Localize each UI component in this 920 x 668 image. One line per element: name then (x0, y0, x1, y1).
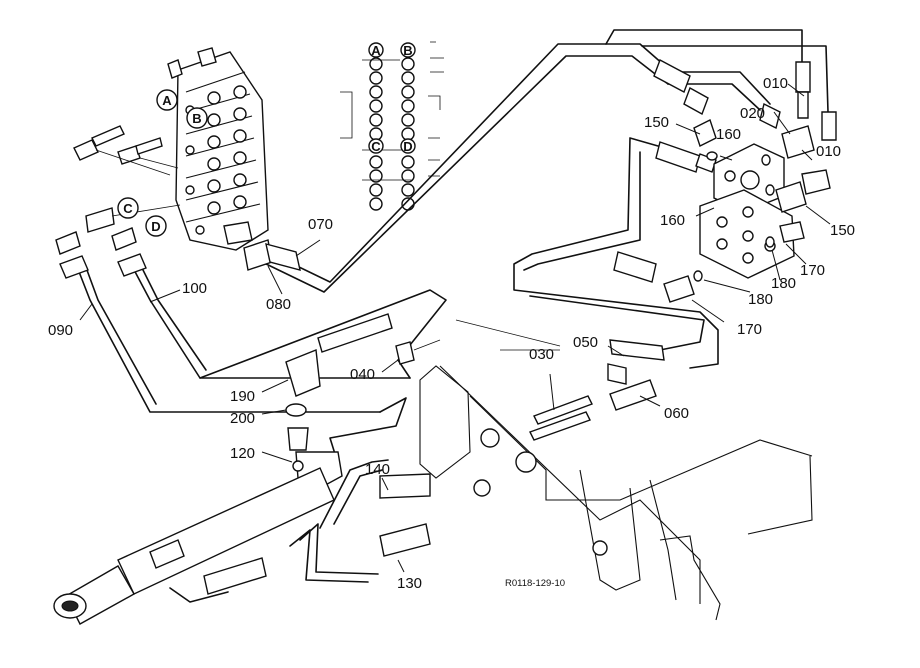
label-170-a: 170 (800, 262, 825, 279)
tractor-frame (419, 319, 813, 621)
inset-port-circle (369, 71, 383, 85)
inset-port-circle (401, 183, 415, 197)
label-040: 040 (350, 366, 375, 383)
label-170-b: 170 (737, 321, 762, 338)
label-200: 200 (230, 410, 255, 427)
label-050: 050 (573, 334, 598, 351)
label-160-a: 160 (716, 126, 741, 143)
label-190: 190 (230, 388, 255, 405)
inset-port-circle (401, 155, 415, 169)
part-labels: 010 010 020 030 040 050 060 070 080 090 … (48, 75, 855, 592)
inset-port-circle (369, 113, 383, 127)
inset-port-circle (401, 169, 415, 183)
inset-port-circle (369, 155, 383, 169)
inset-ref-d: D (403, 139, 412, 154)
inset-ref-a: A (371, 43, 381, 58)
label-100: 100 (182, 280, 207, 297)
inset-port-circle (369, 183, 383, 197)
inset-ref-c: C (371, 139, 381, 154)
label-010-b: 010 (816, 143, 841, 160)
label-180-a: 180 (771, 275, 796, 292)
fitting-elbows (55, 125, 181, 255)
label-120: 120 (230, 445, 255, 462)
inset-port-circle (401, 99, 415, 113)
inset-port-circle (369, 99, 383, 113)
inset-ref-b: B (403, 43, 412, 58)
label-020: 020 (740, 105, 765, 122)
leader-lines (79, 83, 831, 573)
label-030: 030 (529, 346, 554, 363)
inset-port-circle (401, 85, 415, 99)
label-080: 080 (266, 296, 291, 313)
drawing-code: R0118-129-10 (505, 578, 565, 589)
inset-port-circle (369, 57, 383, 71)
inset-port-circle (401, 57, 415, 71)
label-130: 130 (397, 575, 422, 592)
ref-c-label: C (123, 201, 133, 216)
distributor-valve (663, 119, 831, 303)
circle-references: A B C D (117, 89, 208, 237)
inset-port-circle (369, 197, 383, 211)
pins-and-rods (395, 339, 593, 441)
label-180-b: 180 (748, 291, 773, 308)
label-010-a: 010 (763, 75, 788, 92)
inset-port-circle (369, 85, 383, 99)
inset-port-circle (369, 169, 383, 183)
label-150-a: 150 (644, 114, 669, 131)
label-160-b: 160 (660, 212, 685, 229)
lift-cylinder (53, 451, 343, 625)
label-140: 140 (365, 461, 390, 478)
port-arrangement-inset: A B C D (340, 41, 444, 211)
ref-d-label: D (151, 219, 160, 234)
hose-couplers (59, 59, 837, 595)
label-090: 090 (48, 322, 73, 339)
label-060: 060 (664, 405, 689, 422)
inset-port-circle (401, 113, 415, 127)
label-070: 070 (308, 216, 333, 233)
elbow-190-stack (285, 349, 321, 451)
ref-a-label: A (162, 93, 172, 108)
label-150-b: 150 (830, 222, 855, 239)
control-valve-block (167, 47, 269, 251)
inset-port-circle (401, 71, 415, 85)
hose-lines (75, 29, 829, 603)
ref-b-label: B (192, 111, 201, 126)
